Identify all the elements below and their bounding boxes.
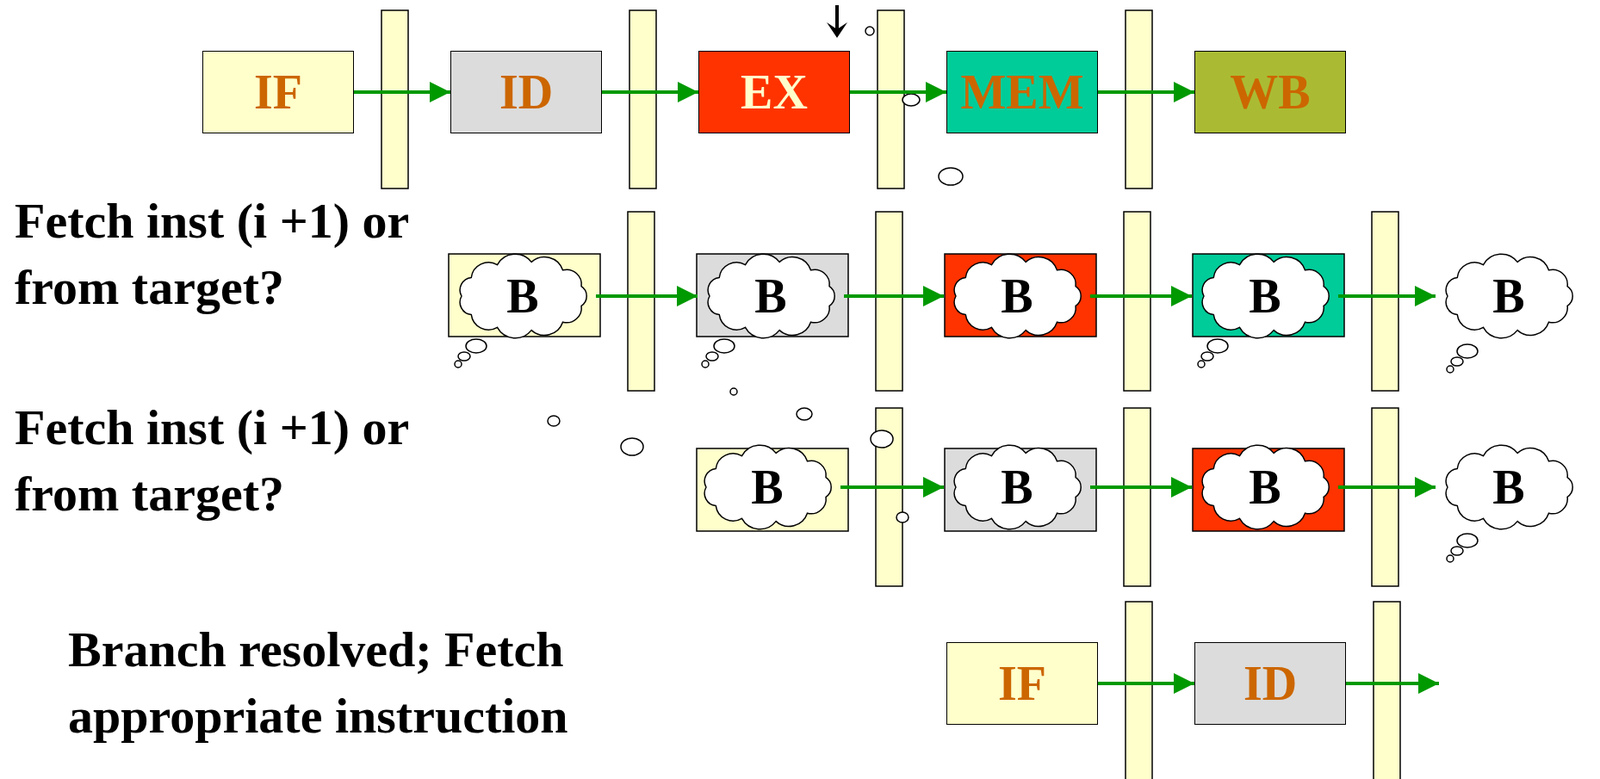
thought-bubble [701,360,709,368]
cloud-outline [954,254,1081,338]
stage-name: IF [254,68,303,117]
thought-cloud: B [697,249,844,343]
annotation: Branch resolved; Fetch appropriate instr… [68,616,689,750]
thought-bubble [1451,546,1464,556]
stage-name: WB [1229,68,1310,117]
thought-cloud: B [694,440,841,534]
thought-bubble [730,388,738,396]
cloud-outline [459,254,587,338]
branch-mark: B [1248,272,1281,321]
thought-bubble [1446,365,1454,373]
thought-bubble [465,339,487,354]
thought-bubble [1457,344,1478,359]
thought-bubble [620,438,644,456]
pipeline-register [1123,408,1151,587]
thought-cloud: B [1435,249,1582,343]
stage-name: ID [499,68,553,117]
stage-box: IF [946,642,1098,726]
flow-arrow [595,294,698,298]
annotation: Fetch inst (i +1) or from target? [14,187,497,321]
thought-bubble [1446,555,1454,563]
stage-name: IF [998,659,1047,708]
thought-bubble [1201,352,1214,361]
pipeline-register [877,10,905,189]
pipeline-register [1125,601,1153,779]
thought-bubble [796,408,813,421]
cloud-outline [1202,254,1329,338]
stage-box: MEM [946,50,1098,134]
stage-box: ID [450,50,602,134]
flow-arrow [1090,294,1192,298]
resolve-marker [826,22,848,38]
thought-bubble [896,512,909,523]
cloud-outline [1445,445,1573,529]
thought-bubble [454,360,462,368]
stage-box: WB [1194,50,1346,134]
pipeline-register [1125,10,1153,189]
pipeline-register [629,10,657,189]
cloud-outline [1202,445,1329,529]
branch-mark: B [1000,272,1033,321]
stage-name: ID [1243,659,1297,708]
stage-box: ID [1194,642,1346,726]
output-arrow [1345,682,1439,686]
cloud-outline [707,254,835,338]
thought-cloud: B [943,440,1091,534]
thought-bubble [1207,339,1228,354]
branch-mark: B [750,463,783,512]
thought-bubble [706,352,719,361]
thought-bubble [865,26,875,36]
cloud-outline [1445,254,1573,338]
pipeline-register [875,211,903,391]
thought-bubble [1457,533,1478,548]
flow-arrow [601,90,699,94]
thought-bubble [870,430,894,448]
flow-arrow [1090,485,1192,490]
pipeline-register [1371,408,1399,587]
stage-box: EX [698,50,850,134]
pipeline-register [1123,211,1151,391]
thought-bubble [938,167,963,186]
thought-bubble [902,93,920,106]
flow-arrow [843,294,944,298]
thought-cloud: B [1435,440,1582,534]
flow-arrow [840,485,944,490]
flow-arrow [1097,682,1195,686]
thought-bubble [1197,360,1205,368]
pipeline-register [1373,601,1401,779]
stage-name: EX [740,68,808,117]
pipeline-register [381,10,409,189]
branch-mark: B [1248,463,1281,512]
flow-arrow [353,90,451,94]
flow-arrow [1338,294,1436,298]
pipeline-register [1371,211,1399,391]
branch-mark: B [1492,272,1525,321]
branch-mark: B [1492,463,1525,512]
flow-arrow [1097,90,1195,94]
flow-arrow [1338,485,1436,490]
thought-bubble [1451,357,1464,366]
thought-bubble [547,415,560,427]
cloud-outline [704,445,832,529]
stage-box: IF [202,50,354,134]
pipeline-register [627,211,655,391]
thought-cloud: B [1191,249,1339,343]
thought-cloud: B [1191,440,1339,534]
flow-arrow [849,90,947,94]
stage-name: MEM [960,68,1084,117]
cloud-outline [954,445,1081,529]
thought-bubble [713,339,735,354]
branch-mark: B [506,272,539,321]
thought-cloud: B [449,249,596,343]
thought-cloud: B [943,249,1091,343]
annotation: Fetch inst (i +1) or from target? [14,394,497,528]
branch-mark: B [1000,463,1033,512]
thought-bubble [458,352,471,361]
branch-mark: B [754,272,787,321]
